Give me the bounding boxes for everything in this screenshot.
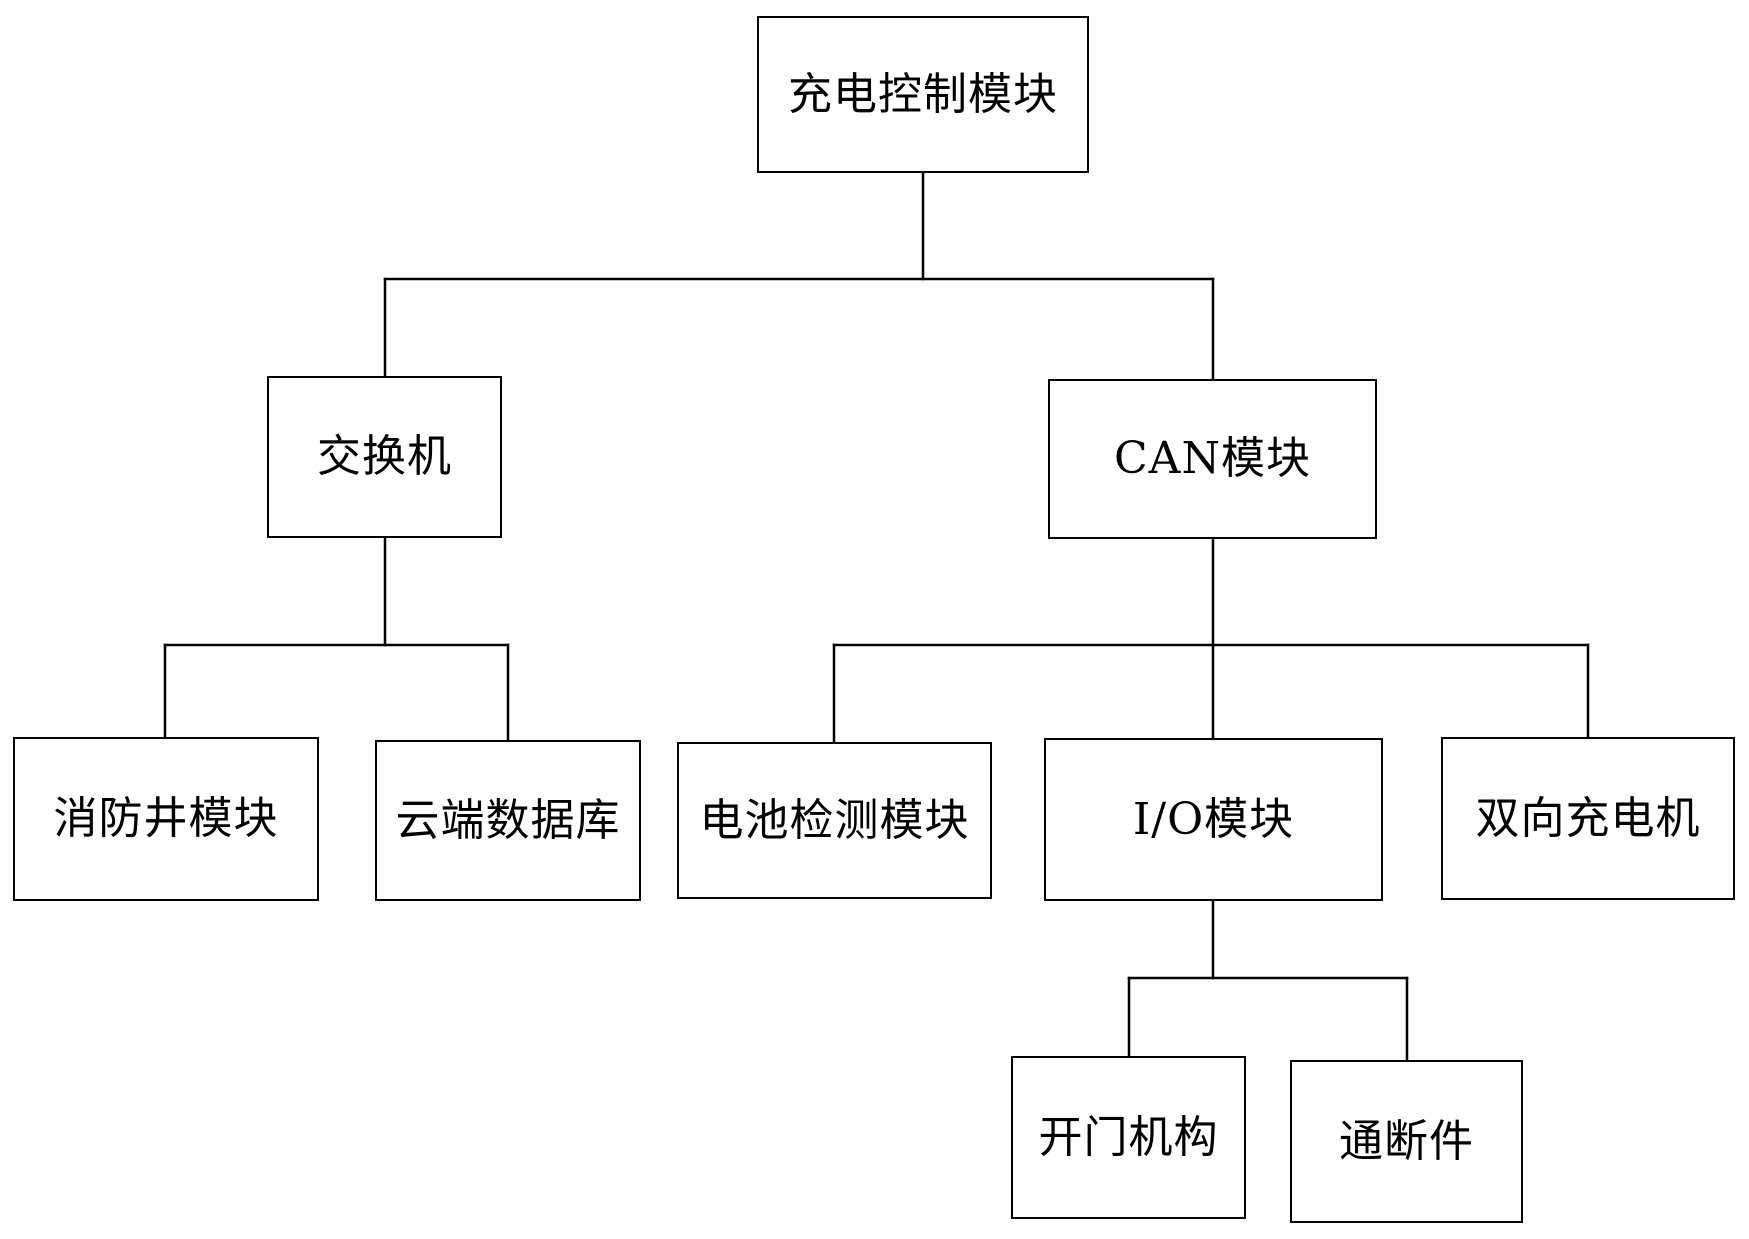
bidirectional-charger-node: 双向充电机 [1441, 737, 1735, 900]
charging-control-module-node: 充电控制模块 [757, 16, 1089, 173]
battery-detection-module-label: 电池检测模块 [700, 799, 970, 843]
fire-well-module-label: 消防井模块 [54, 797, 279, 841]
io-module-node: I/O模块 [1044, 738, 1383, 901]
fire-well-module-node: 消防井模块 [13, 737, 319, 901]
switch-label: 交换机 [317, 435, 452, 479]
can-module-node: CAN模块 [1048, 379, 1377, 539]
switch-node: 交换机 [267, 376, 502, 538]
on-off-element-label: 通断件 [1339, 1120, 1474, 1164]
io-module-label: I/O模块 [1133, 798, 1294, 842]
charging-control-module-label: 充电控制模块 [788, 73, 1058, 117]
bidirectional-charger-label: 双向充电机 [1476, 797, 1701, 841]
battery-detection-module-node: 电池检测模块 [677, 742, 992, 899]
door-mechanism-node: 开门机构 [1011, 1056, 1246, 1219]
on-off-element-node: 通断件 [1290, 1060, 1523, 1223]
can-module-label: CAN模块 [1114, 437, 1311, 481]
door-mechanism-label: 开门机构 [1039, 1116, 1219, 1160]
cloud-database-label: 云端数据库 [396, 799, 621, 843]
cloud-database-node: 云端数据库 [375, 740, 641, 901]
